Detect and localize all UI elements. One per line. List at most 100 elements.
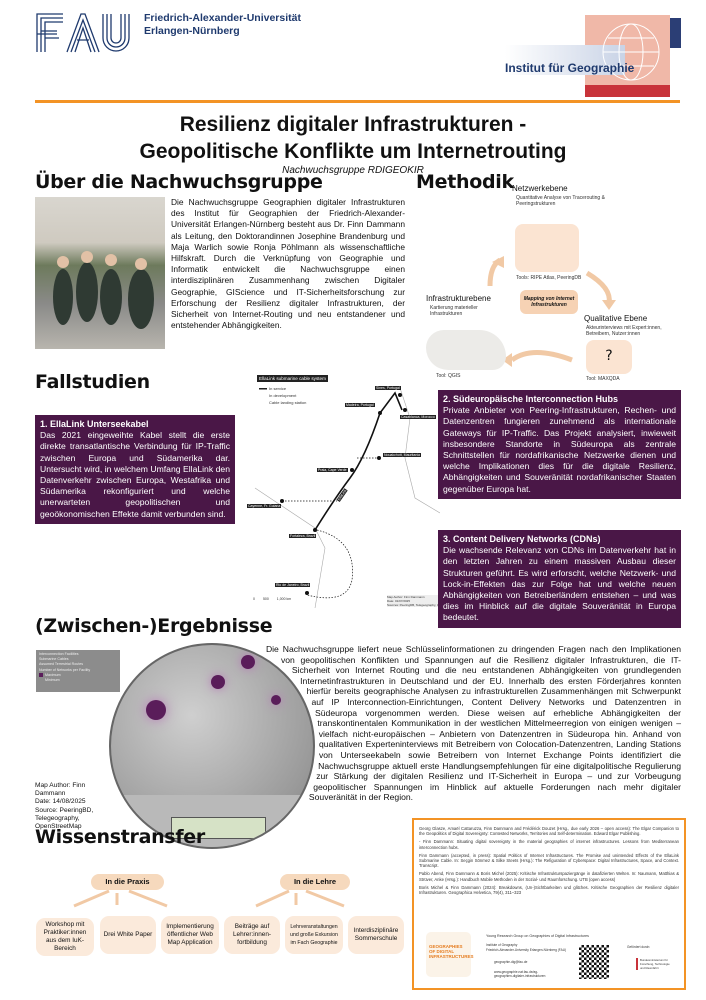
legend-in-service: In service	[259, 385, 307, 392]
method-heading: Methodik	[416, 171, 514, 193]
map-date: Date: 14/08/2025	[35, 798, 86, 806]
center-label: Mapping von Internet Infrastrukturen	[523, 296, 575, 308]
cable-map-credit: Map Author: Finn Dammann Date: 01/07/202…	[387, 595, 444, 607]
case-box-cdn: 3. Content Delivery Networks (CDNs) Die …	[438, 530, 681, 628]
reference-item: Boris Michel & Finn Dammann (2024): Brea…	[419, 884, 679, 896]
scale-tick: 1,000 km	[276, 597, 292, 601]
cable-map-title: EllaLink submarine cable system	[257, 375, 328, 382]
reference-item: - Finn Dammann: Situating digital sovere…	[419, 839, 679, 850]
world-map-icon	[426, 330, 506, 370]
team-photo	[35, 197, 165, 349]
infra-level-desc: Kartierung materieller Infrastrukturen	[430, 305, 478, 317]
page-title: Resilienz digitaler Infrastrukturen - Ge…	[0, 111, 706, 165]
network-level-tools: Tools: RIPE Atlas, PeeringDB	[516, 275, 582, 281]
results-text-wrap: Die Nachwuchsgruppe liefert neue Schlüss…	[35, 644, 681, 850]
legend-item: Submarine Cables	[39, 657, 69, 662]
group-university: Friedrich-Alexander-University Erlangen-…	[486, 948, 567, 952]
results-text: Die Nachwuchsgruppe liefert neue Schlüss…	[265, 644, 681, 803]
group-website: www.geographie.nat.fau.de/ag-geographien…	[494, 970, 546, 978]
case-box-hubs: 2. Südeuropäische Interconnection Hubs P…	[438, 390, 681, 499]
qr-code[interactable]	[579, 945, 609, 979]
infra-level-title: Infrastrukturebene	[426, 294, 491, 303]
scale-bar: 0 500 1,000 km	[253, 597, 291, 601]
case-text: Private Anbieter von Peering-Infrastrukt…	[443, 405, 676, 494]
transfer-item: Workshop mit Praktiker:innen aus dem IuK…	[36, 918, 94, 956]
group-institute: Institute of Geography	[486, 943, 518, 947]
title-line-2: Geopolitische Konflikte um Internetrouti…	[139, 140, 567, 163]
case-text: Die wachsende Relevanz von CDNs im Daten…	[443, 545, 676, 623]
transfer-item: Implementierung öffentlicher Web Map App…	[161, 916, 219, 954]
university-line: Friedrich-Alexander-Universität	[144, 12, 301, 24]
qualitative-level-desc: Akteurinterviews mit Expert:innen, Betre…	[586, 325, 662, 337]
map-legend: Interconnection Facilities Submarine Cab…	[36, 650, 120, 692]
university-name: Friedrich-Alexander-Universität Erlangen…	[144, 12, 301, 38]
network-level-title: Netzwerkebene	[512, 184, 568, 193]
network-graph-icon	[515, 224, 579, 272]
station-label: Nouakchott, Mauritania	[383, 453, 421, 457]
cases-heading: Fallstudien	[35, 371, 150, 393]
funding-label: Gefördert durch:	[627, 945, 651, 949]
title-line-1: Resilienz digitaler Infrastrukturen -	[179, 113, 527, 136]
ministry-name: Bundesministerium für Forschung, Technol…	[636, 958, 674, 970]
group-logo: GEOGRAPHIES OF DIGITAL INFRASTRUCTURES	[426, 932, 474, 977]
about-heading: Über die Nachwuchsgruppe	[35, 171, 323, 193]
station-label: Madeira, Portugal	[345, 403, 375, 407]
station-label: Praia, Cape Verde	[317, 468, 348, 472]
group-logo-text: GEOGRAPHIES OF DIGITAL INFRASTRUCTURES	[429, 944, 474, 959]
station-label: Sines, Portugal	[375, 386, 401, 390]
qualitative-level-title: Qualitative Ebene	[584, 314, 648, 323]
legend-item: Maximum	[39, 672, 117, 679]
infra-level-tools: Tool: QGIS	[436, 373, 461, 379]
case-title: 1. EllaLink Unterseekabel	[40, 419, 149, 429]
interview-icon: ?	[586, 340, 632, 374]
station-label: Cayenne, Fr. Guiana	[247, 504, 282, 508]
center-mapping-pill: Mapping von Internet Infrastrukturen	[520, 290, 578, 314]
cable-route-svg	[254, 387, 440, 608]
cable-map-legend: In service In development Cable landing …	[259, 385, 307, 406]
header-divider	[35, 100, 680, 103]
station-label: Rio de Janeiro, Brazil	[275, 583, 311, 587]
page-subtitle: Nachwuchsgruppe RDIGEOKIR	[282, 165, 424, 176]
about-text: Die Nachwuchsgruppe Geographien digitale…	[171, 197, 405, 331]
legend-landing-station: Cable landing station	[269, 400, 307, 405]
transfer-item: Lehrveranstaltungen und große Exkursion …	[285, 916, 343, 954]
legend-item: Minimum	[45, 678, 60, 683]
university-city: Erlangen-Nürnberg	[144, 25, 240, 37]
praxis-pill: In die Praxis	[91, 874, 164, 890]
case-title: 2. Südeuropäische Interconnection Hubs	[443, 394, 619, 404]
scale-tick: 0	[253, 597, 255, 601]
transfer-item: Interdisziplinäre Sommerschule	[348, 916, 404, 954]
institute-name: Institut für Geographie	[505, 61, 635, 75]
reference-item: Pablo Abend, Finn Dammann & Boris Michel…	[419, 871, 679, 882]
transfer-diagram: In die Praxis In die Lehre Workshop mit …	[34, 874, 409, 964]
reference-item: Georg Glasze, Amaël Cattaruzza, Finn Dam…	[419, 826, 679, 837]
map-source: Source: PeeringBD, Telegeography, OpenSt…	[35, 806, 94, 831]
results-heading: (Zwischen-)Ergebnisse	[35, 615, 273, 637]
lehre-pill: In die Lehre	[280, 874, 350, 890]
case-title: 3. Content Delivery Networks (CDNs)	[443, 534, 601, 544]
transfer-heading: Wissenstransfer	[35, 826, 205, 848]
legend-in-development: In development	[269, 393, 297, 398]
group-name: Young Research Group on Geographies of D…	[486, 934, 589, 938]
references-box: Georg Glasze, Amaël Cattaruzza, Finn Dam…	[412, 818, 686, 990]
method-diagram: Netzwerkebene Quantitative Analyse von T…	[412, 180, 706, 382]
cable-map: EllaLink submarine cable system In servi…	[245, 373, 444, 608]
map-credits: Map Author: Finn Dammann Date: 14/08/202…	[35, 782, 107, 831]
scale-tick: 500	[262, 597, 269, 601]
case-text: Das 2021 eingeweihte Kabel stellt die er…	[40, 430, 230, 519]
station-label: Casablanca, Morocco	[400, 415, 436, 419]
legend-item: Interconnection Facilities	[39, 652, 79, 656]
case-box-ellalink: 1. EllaLink Unterseekabel Das 2021 einge…	[35, 415, 235, 524]
institute-logo: Institut für Geographie	[505, 15, 681, 97]
legend-item: Number of Networks per Facility	[39, 667, 91, 672]
transfer-item: Beiträge auf Lehrer:innen-fortbildung	[224, 916, 280, 954]
map-author: Map Author: Finn Dammann	[35, 782, 86, 798]
mediterranean-map	[109, 643, 315, 849]
group-email: geographie-dig@fau.de	[494, 960, 528, 964]
station-label: Fortaleza, Brazil	[289, 534, 317, 538]
qualitative-level-tools: Tool: MAXQDA	[586, 376, 620, 382]
fau-logo	[35, 12, 135, 54]
reference-item: Finn Dammann (accepted, in press): Spati…	[419, 852, 679, 869]
legend-item: Assumed Terrestrial Routes	[39, 662, 84, 667]
transfer-item: Drei White Paper	[100, 916, 156, 954]
